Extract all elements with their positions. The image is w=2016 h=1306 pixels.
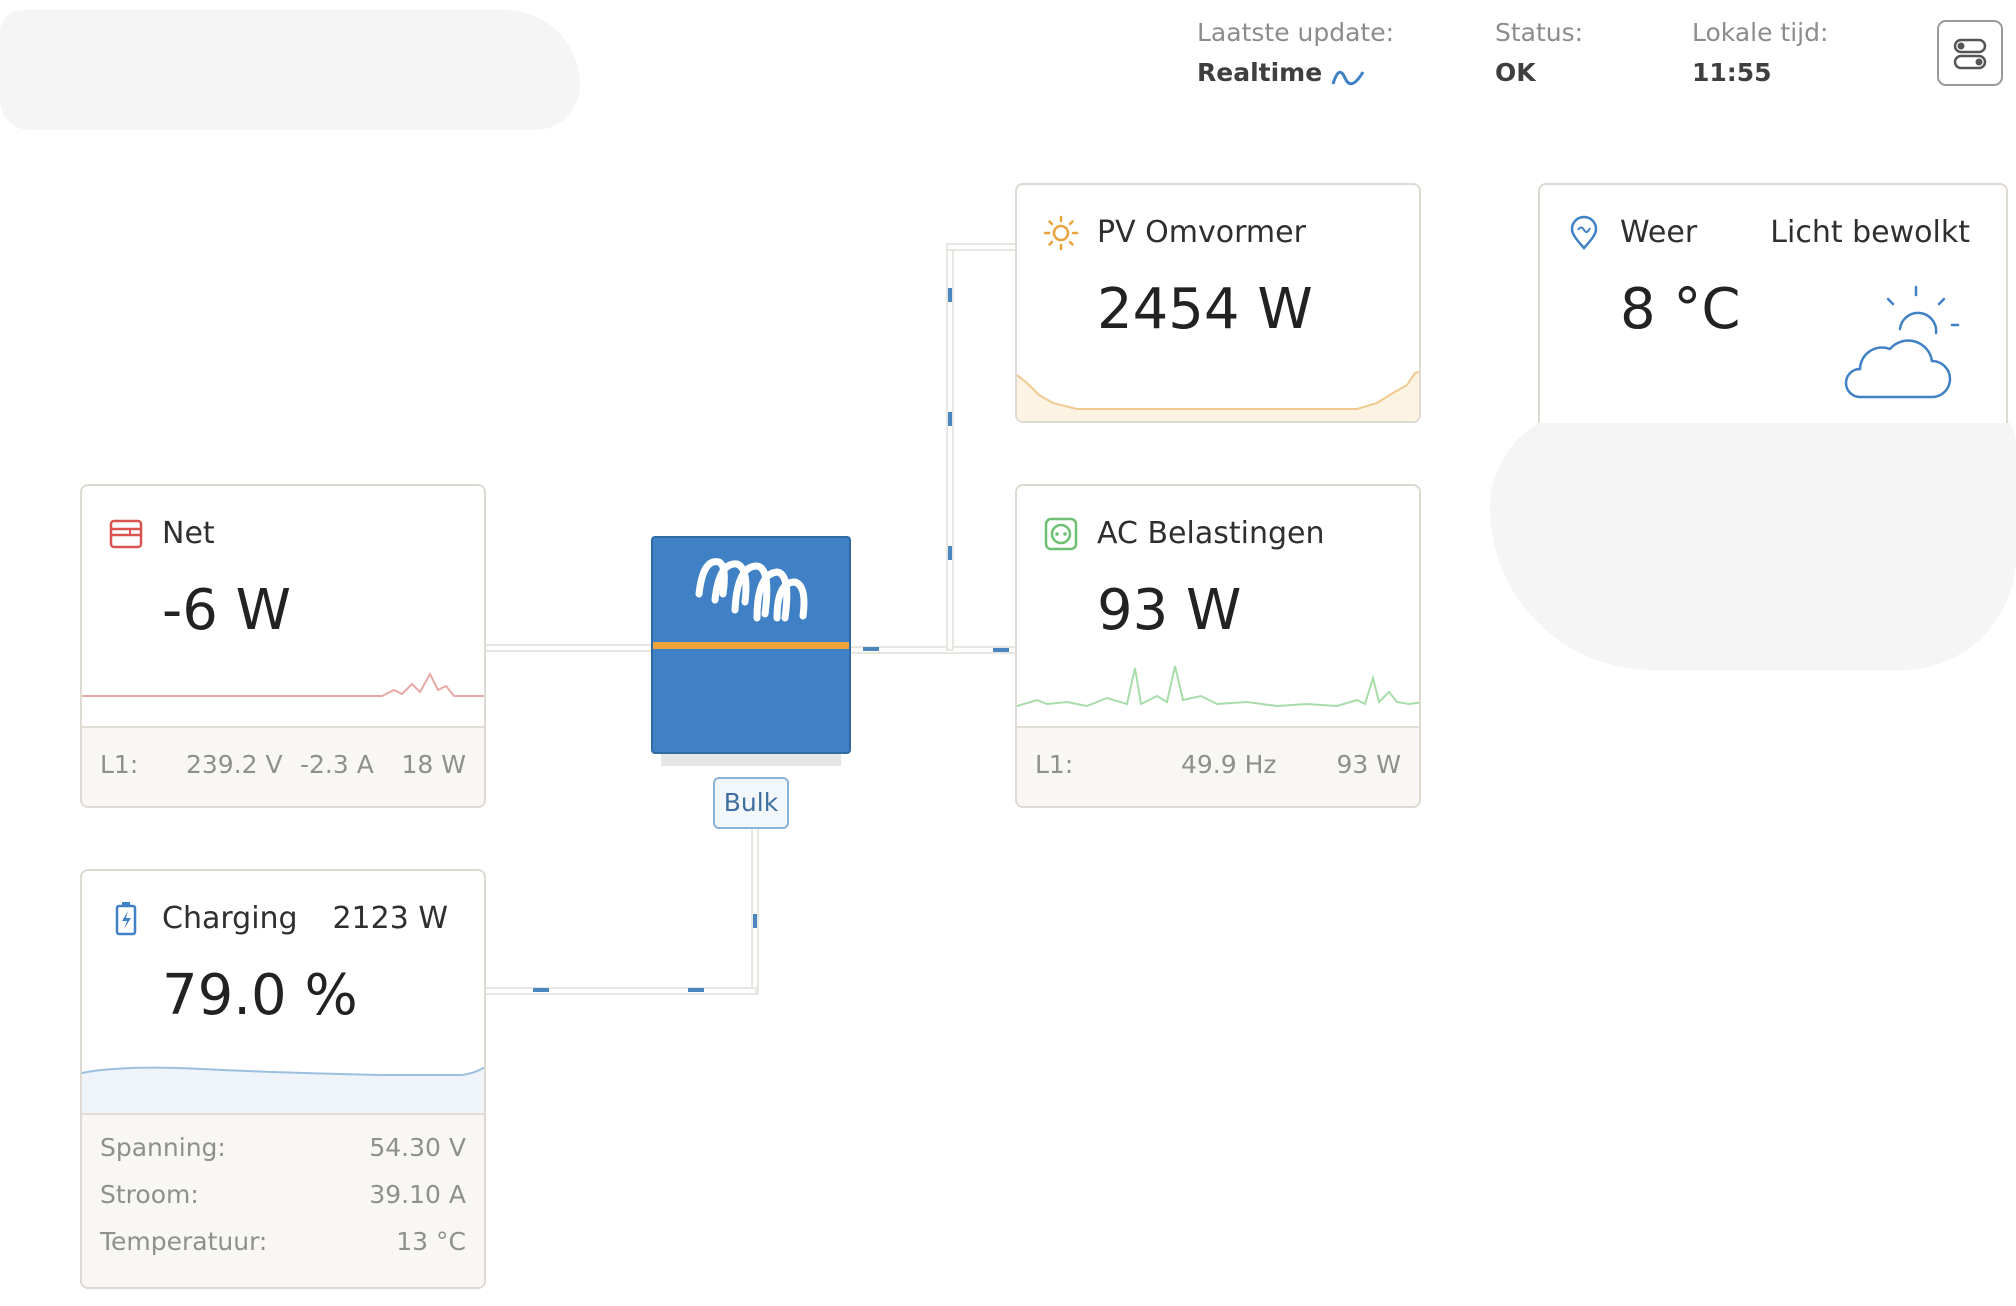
pv-title: PV Omvormer: [1097, 215, 1306, 250]
local-time-value: 11:55: [1692, 58, 1772, 87]
grid-voltage: 239.2 V: [186, 750, 283, 779]
status-label: Status:: [1495, 18, 1584, 47]
last-update-value: Realtime: [1197, 58, 1323, 87]
redacted-area-right: [1490, 410, 2016, 670]
grid-title: Net: [162, 516, 215, 551]
pv-power: 2454 W: [1097, 277, 1313, 342]
battery-title: Charging: [162, 901, 298, 936]
redacted-area-top-left: [0, 10, 580, 130]
battery-temperature-label: Temperatuur:: [100, 1227, 268, 1256]
sun-icon: [1043, 215, 1079, 251]
inverter-state-badge[interactable]: Bulk: [713, 777, 789, 829]
inverter-block[interactable]: [651, 536, 851, 754]
inverter-divider: [653, 642, 849, 649]
flow-dot: [993, 648, 1009, 652]
grid-card[interactable]: Net -6 W L1: 239.2 V -2.3 A 18 W: [80, 484, 486, 808]
pv-inverter-card[interactable]: PV Omvormer 2454 W: [1015, 183, 1421, 423]
battery-power: 2123 W: [332, 901, 448, 936]
flow-dot: [948, 412, 952, 426]
battery-voltage-label: Spanning:: [100, 1133, 226, 1162]
ac-phase-power: 93 W: [1336, 750, 1401, 779]
flow-dot: [948, 288, 952, 302]
grid-power: -6 W: [162, 578, 292, 643]
location-pin-icon: [1570, 215, 1598, 250]
last-update-label: Laatste update:: [1197, 18, 1395, 47]
wave-icon: [1331, 70, 1365, 85]
ac-sparkline: [1017, 665, 1419, 708]
battery-footer: Spanning: 54.30 V Stroom: 39.10 A Temper…: [82, 1113, 484, 1287]
flow-dot: [533, 988, 549, 992]
victron-logo-icon: [695, 558, 808, 622]
ac-phase-label: L1:: [1035, 750, 1074, 779]
flow-dot: [753, 914, 757, 928]
local-time-label: Lokale tijd:: [1692, 18, 1829, 47]
pv-sparkline: [1017, 370, 1419, 421]
ac-power: 93 W: [1097, 578, 1242, 643]
battery-voltage-value: 54.30 V: [369, 1133, 466, 1162]
battery-card[interactable]: Charging 2123 W 79.0 % Spanning: 54.30 V…: [80, 869, 486, 1289]
weather-temperature: 8 °C: [1620, 277, 1741, 342]
battery-current-label: Stroom:: [100, 1180, 199, 1209]
flow-dot: [948, 546, 952, 560]
weather-title: Weer: [1620, 215, 1698, 250]
battery-soc: 79.0 %: [162, 963, 358, 1028]
ac-footer: L1: 49.9 Hz 93 W: [1017, 726, 1419, 806]
grid-phase-power: 18 W: [401, 750, 466, 779]
weather-condition: Licht bewolkt: [1770, 215, 1970, 250]
last-update-value-group: Realtime: [1197, 58, 1365, 88]
ac-loads-card[interactable]: AC Belastingen 93 W L1: 49.9 Hz 93 W: [1015, 484, 1421, 808]
partly-cloudy-icon: [1844, 285, 1960, 399]
settings-button[interactable]: [1937, 20, 2003, 86]
grid-sparkline: [82, 671, 484, 697]
ac-frequency: 49.9 Hz: [1181, 750, 1277, 779]
battery-current-value: 39.10 A: [369, 1180, 466, 1209]
battery-charging-icon: [115, 902, 137, 936]
battery-temperature-value: 13 °C: [396, 1227, 466, 1256]
grid-phase-label: L1:: [100, 750, 139, 779]
battery-sparkline: [82, 1066, 484, 1119]
grid-meter-icon: [109, 519, 143, 549]
weather-card[interactable]: Weer Licht bewolkt 8 °C: [1538, 183, 2008, 423]
socket-icon: [1044, 517, 1078, 551]
settings-toggle-icon: [1953, 38, 1987, 70]
grid-current: -2.3 A: [300, 750, 374, 779]
flow-dot: [863, 647, 879, 651]
grid-footer: L1: 239.2 V -2.3 A 18 W: [82, 726, 484, 806]
inverter-shadow: [661, 754, 841, 766]
flow-dot: [688, 988, 704, 992]
ac-title: AC Belastingen: [1097, 516, 1325, 551]
status-value: OK: [1495, 58, 1536, 87]
